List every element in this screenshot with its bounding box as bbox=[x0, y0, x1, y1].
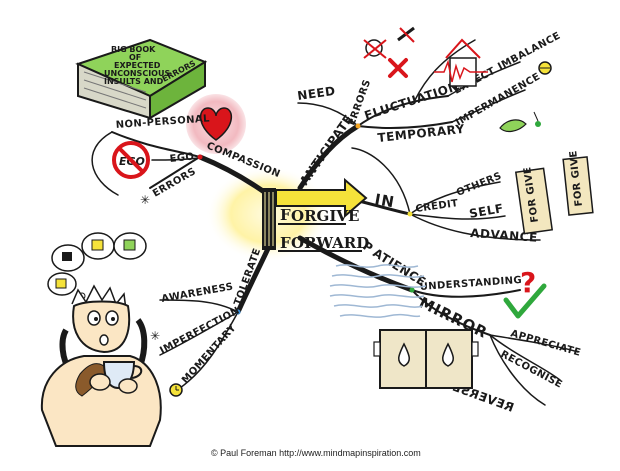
book-line-4: UNCONSCIOUS bbox=[104, 69, 170, 78]
book-line-3: EXPECTED bbox=[114, 61, 161, 70]
heart-icon bbox=[200, 107, 232, 141]
crossed-compass-icon bbox=[363, 39, 387, 59]
pencil-icon bbox=[397, 26, 415, 43]
credit-line: © Paul Foreman http://www.mindmapinspira… bbox=[211, 448, 421, 458]
central-image: F ORGIVE F ORWARD bbox=[262, 177, 369, 252]
top-icons bbox=[363, 26, 552, 133]
seed-icon bbox=[533, 111, 541, 127]
central-letter-f2: F bbox=[280, 234, 291, 252]
label-advance: ADVANCE bbox=[470, 226, 538, 245]
label-appreciate: APPRECIATE bbox=[509, 328, 582, 359]
label-others: OTHERS bbox=[455, 171, 503, 199]
label-self: SELF bbox=[468, 201, 505, 221]
book-line-1: BIG BOOK bbox=[111, 45, 156, 54]
question-mark-icon: ? bbox=[520, 266, 536, 299]
book-line-5: INSULTS AND bbox=[104, 77, 164, 86]
central-letter-f1: F bbox=[280, 206, 291, 224]
label-in: IN bbox=[373, 190, 396, 211]
asterisk-mark-2: ✳ bbox=[150, 329, 160, 343]
leaf-icon bbox=[499, 119, 527, 133]
red-x-icon bbox=[388, 58, 408, 78]
label-understanding: UNDERSTANDING bbox=[419, 275, 522, 293]
seismograph-house-icon bbox=[434, 38, 488, 87]
forgive-arrow bbox=[275, 177, 368, 219]
forgive-note-1: FOR GIVE bbox=[514, 166, 554, 235]
label-ego: EGO bbox=[169, 151, 195, 165]
asterisk-mark: ✳ bbox=[140, 193, 150, 207]
book-illustration: BIG BOOK OF EXPECTED UNCONSCIOUS INSULTS… bbox=[75, 38, 208, 120]
mirror-illustration bbox=[373, 329, 479, 389]
heart-illustration bbox=[186, 94, 246, 154]
central-word-forgive: ORGIVE bbox=[291, 207, 359, 225]
branch-anticipate bbox=[297, 123, 361, 191]
clock-icon bbox=[169, 383, 183, 397]
label-temporary: TEMPORARY bbox=[377, 122, 466, 145]
check-icon bbox=[503, 283, 547, 319]
label-need: NEED bbox=[296, 84, 336, 103]
man-with-tea-illustration bbox=[40, 232, 162, 447]
central-word-forward: ORWARD bbox=[291, 234, 369, 252]
label-credit: CREDIT bbox=[415, 198, 459, 215]
balance-icon bbox=[538, 61, 552, 75]
water-illustration bbox=[329, 264, 427, 318]
no-ego-sign: EGO bbox=[112, 141, 150, 179]
forgive-note-2: FOR GIVE bbox=[562, 150, 594, 216]
label-imbalance: IMBALANCE bbox=[496, 30, 562, 72]
book-line-2: OF bbox=[129, 53, 141, 62]
